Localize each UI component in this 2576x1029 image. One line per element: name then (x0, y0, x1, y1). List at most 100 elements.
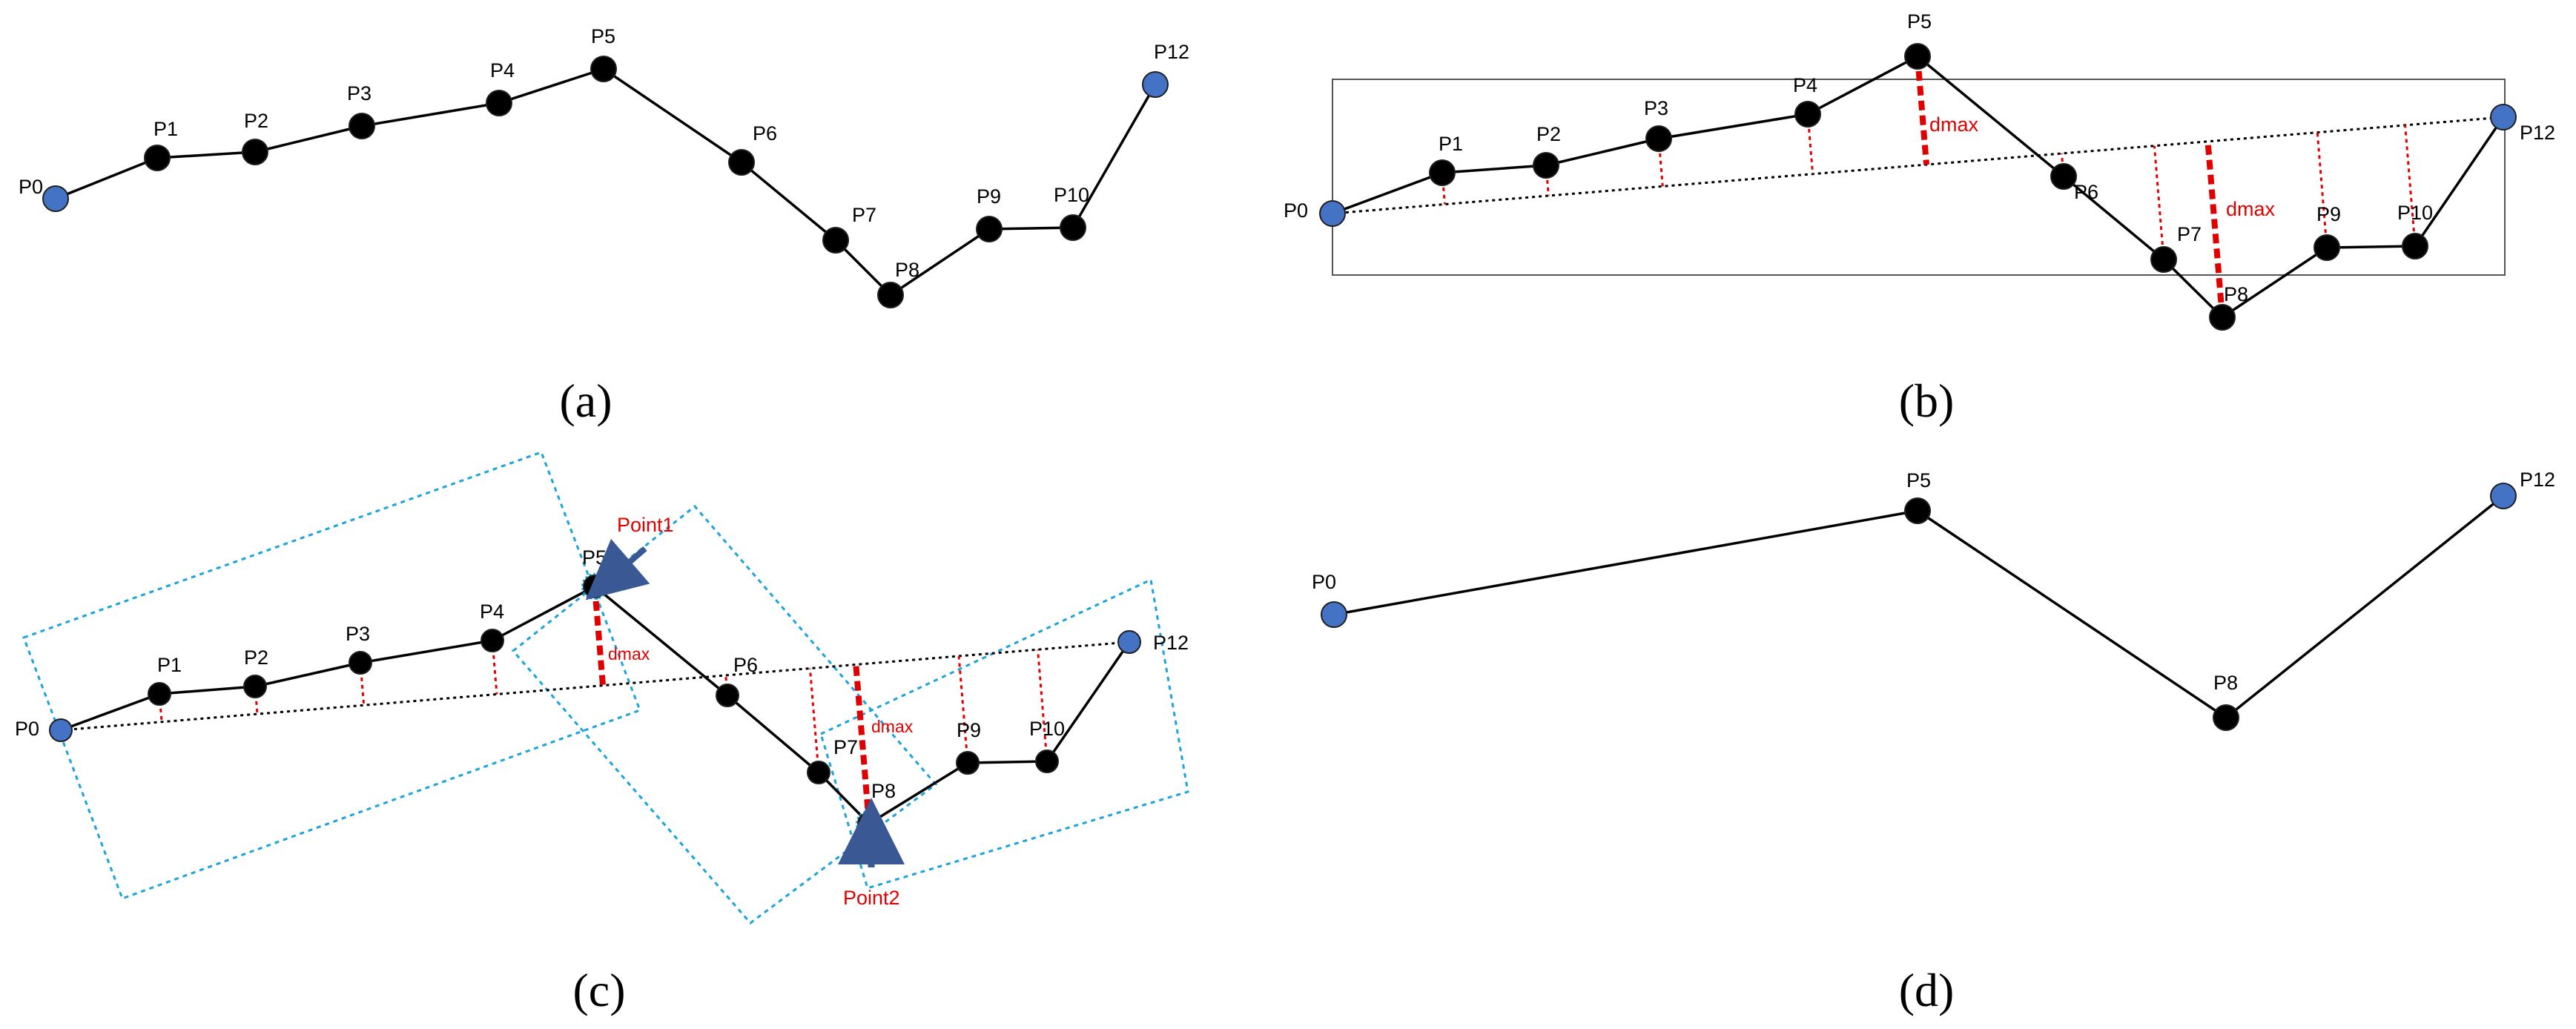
panel-b-label-p2: P2 (1536, 123, 1561, 145)
panel-d-label-p12: P12 (2520, 469, 2555, 491)
panel-b-label-p6: P6 (2074, 181, 2098, 203)
panel-c-distances (158, 586, 1048, 824)
panel-a-segment-p4-p5 (498, 67, 604, 105)
panel-b-chord-line (1332, 116, 2504, 215)
panel-c-point-p0 (49, 718, 73, 742)
panel-b-label-p3: P3 (1644, 97, 1668, 119)
panel-c-bounding-box-3 (819, 578, 1189, 890)
panel-b-segment-p1-p2 (1441, 164, 1547, 174)
panel-c-distance-p5-dmax (592, 586, 607, 686)
panel-a-point-p12 (1142, 71, 1169, 98)
panel-b-distance-p8-dmax (2205, 141, 2225, 318)
panel-c-segment-p10-p12 (1046, 641, 1131, 762)
panel-a-segment-p1-p2 (156, 150, 256, 159)
panel-b-label-p5: P5 (1907, 10, 1932, 33)
panel-b-segment-p6-p7 (2062, 175, 2165, 261)
panel-b-point-p5 (1904, 43, 1931, 70)
panel-c-point2-label: Point2 (843, 887, 900, 909)
panel-b-point-p12 (2490, 104, 2517, 130)
panel-b-distance-p2 (1545, 165, 1550, 196)
panel-b-distance-p5-dmax (1915, 56, 1930, 165)
panel-a-label-p0: P0 (19, 176, 43, 198)
panel-b-dmax-label-1: dmax (1929, 113, 1979, 136)
panel-c-label-p3: P3 (346, 623, 370, 645)
panel-a-label-p8: P8 (895, 259, 919, 281)
panel-b-point-p0 (1319, 200, 1346, 227)
panel-c-label-p4: P4 (480, 600, 504, 623)
panel-b-label-p9: P9 (2316, 203, 2341, 225)
panel-b-distance-p1 (1441, 172, 1446, 205)
panel-d-segment-p8-p12 (2225, 494, 2505, 719)
panel-b-label-p1: P1 (1439, 133, 1463, 155)
panel-d-polyline (1333, 494, 2505, 719)
panel-c-label-p0: P0 (15, 718, 39, 740)
panel-a-label-p7: P7 (852, 204, 876, 226)
panel-b-point-p10 (2402, 233, 2428, 259)
panel-a-label-p10: P10 (1054, 184, 1089, 206)
panel-c-segment-p4-p5 (492, 585, 595, 642)
panel-c-point-p6 (716, 684, 739, 707)
panel-c-point-p10 (1035, 750, 1059, 773)
panel-b-point-p1 (1429, 159, 1456, 186)
panel-d-segment-p5-p8 (1917, 509, 2227, 719)
panel-a-point-p10 (1060, 214, 1086, 241)
panel-d-label-p5: P5 (1906, 469, 1931, 492)
panel-a-point-p2 (242, 139, 268, 165)
panel-b-label-p7: P7 (2177, 223, 2202, 245)
panel-b-segment-p10-p12 (2414, 116, 2505, 247)
panel-a-point-p4 (486, 90, 512, 116)
panel-a-label-p9: P9 (977, 185, 1001, 208)
panel-a-label-p1: P1 (153, 118, 178, 140)
panel-b-segment-p3-p4 (1658, 113, 1809, 140)
panel-a-segment-p6-p7 (740, 161, 837, 242)
panel-b-point-p2 (1533, 152, 1559, 179)
panel-c-label-p8: P8 (871, 780, 896, 802)
panel-a-segment-p9-p10 (988, 226, 1074, 231)
panel-a-segment-p3-p4 (361, 102, 500, 128)
panel-b-dmax-label-2: dmax (2226, 198, 2276, 220)
panel-d-label-p0: P0 (1312, 571, 1336, 593)
panel-b-segment-p5-p6 (1916, 55, 2065, 178)
panel-c-point-p12 (1117, 630, 1141, 654)
panel-c-label-p1: P1 (157, 654, 182, 676)
panel-c-segment-p1-p2 (159, 685, 256, 695)
panel-b-chord (1332, 116, 2504, 215)
panel-c-distance-p8-dmax (853, 664, 872, 824)
panel-b-segment-p4-p5 (1807, 55, 1918, 116)
panel-b-points (1319, 43, 2517, 331)
panel-b-caption: (b) (1899, 374, 1955, 427)
panel-c-segment-p0-p1 (60, 692, 160, 732)
panel-a-segment-p0-p1 (55, 156, 158, 200)
panel-c-point-p8 (857, 812, 881, 836)
panel-c-label-p12: P12 (1153, 632, 1189, 654)
panel-a-segment-p8-p9 (890, 228, 990, 297)
panel-c-point-p1 (148, 682, 171, 706)
panel-c-chord-line (60, 641, 1130, 732)
panel-a-label-p5: P5 (591, 25, 615, 47)
panel-c-dmax-label-1: dmax (608, 644, 650, 664)
panel-a-point-p5 (590, 56, 617, 82)
panel-c-distance-p1 (158, 693, 163, 722)
panel-a-point-p0 (42, 185, 69, 212)
panel-d-point-p8 (2213, 704, 2239, 731)
panel-d-points (1321, 483, 2517, 731)
panel-d-segment-p0-p5 (1333, 509, 1918, 616)
panel-b-segment-p7-p8 (2162, 258, 2224, 319)
panel-b-point-p8 (2209, 304, 2236, 331)
panel-b-distance-p9 (2316, 132, 2328, 248)
panel-b-point-p9 (2314, 234, 2340, 261)
panel-c-distance-p10 (1037, 649, 1048, 762)
panel-c-point-p4 (480, 629, 504, 652)
panel-c-segment-p5-p6 (593, 585, 729, 697)
panel-b-distances (1441, 56, 2417, 318)
panel-b-distance-p7 (2153, 145, 2165, 260)
panel-b-label-p0: P0 (1284, 199, 1308, 222)
panel-c-caption: (c) (572, 964, 625, 1016)
panel-c-label-p6: P6 (733, 654, 758, 676)
